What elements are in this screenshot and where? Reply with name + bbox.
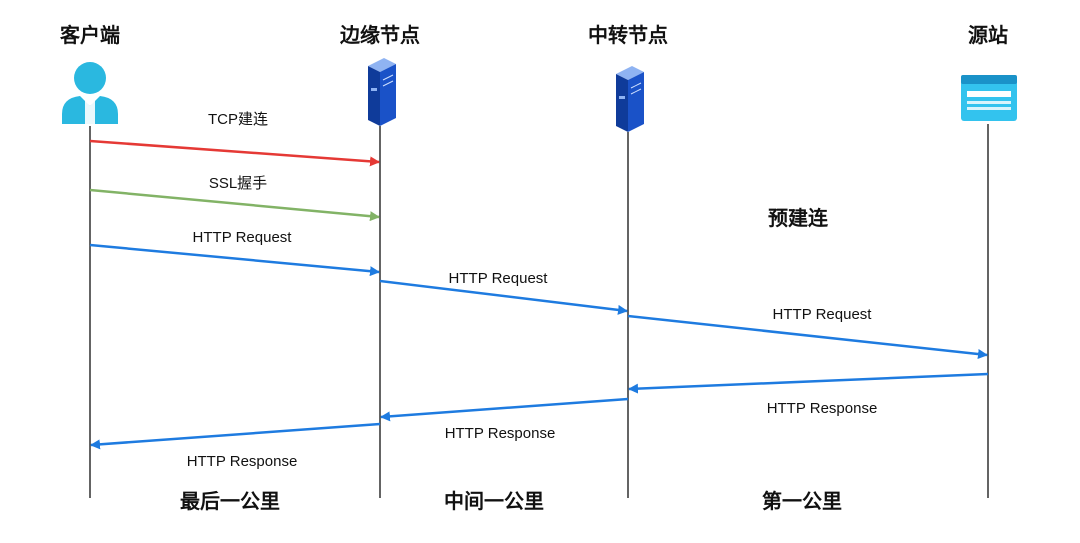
server-icon [616, 66, 644, 132]
arrow-request-client-edge [89, 243, 380, 277]
arrow-response-relay-edge [380, 397, 629, 422]
message-label-request-2: HTTP Request [449, 270, 549, 287]
segment-label-first-mile: 第一公里 [762, 489, 842, 513]
pre-connection-note: 预建连 [768, 206, 829, 230]
participant-title-edge: 边缘节点 [339, 23, 420, 47]
segment-label-middle-mile: 中间一公里 [444, 489, 544, 513]
segment-label-last-mile: 最后一公里 [180, 490, 280, 513]
arrow-ssl-handshake [89, 188, 380, 222]
participant-title-client: 客户端 [59, 23, 120, 47]
message-label-response-2: HTTP Response [445, 425, 556, 442]
message-label-request-1: HTTP Request [193, 229, 293, 246]
message-label-request-3: HTTP Request [773, 306, 873, 323]
message-label-tcp: TCP建连 [208, 111, 268, 128]
arrow-tcp-handshake [89, 139, 380, 167]
arrow-request-relay-origin [627, 314, 988, 359]
message-label-response-1: HTTP Response [767, 400, 878, 417]
arrow-response-origin-relay [628, 372, 989, 394]
message-label-response-3: HTTP Response [187, 453, 298, 470]
server-icon [368, 58, 396, 126]
arrow-request-edge-relay [379, 279, 628, 315]
participant-title-origin: 源站 [968, 23, 1008, 47]
user-icon [62, 62, 118, 124]
message-label-ssl: SSL握手 [209, 175, 267, 192]
participant-title-relay: 中转节点 [588, 23, 668, 47]
arrow-response-edge-client [90, 422, 381, 450]
website-icon [961, 75, 1017, 121]
